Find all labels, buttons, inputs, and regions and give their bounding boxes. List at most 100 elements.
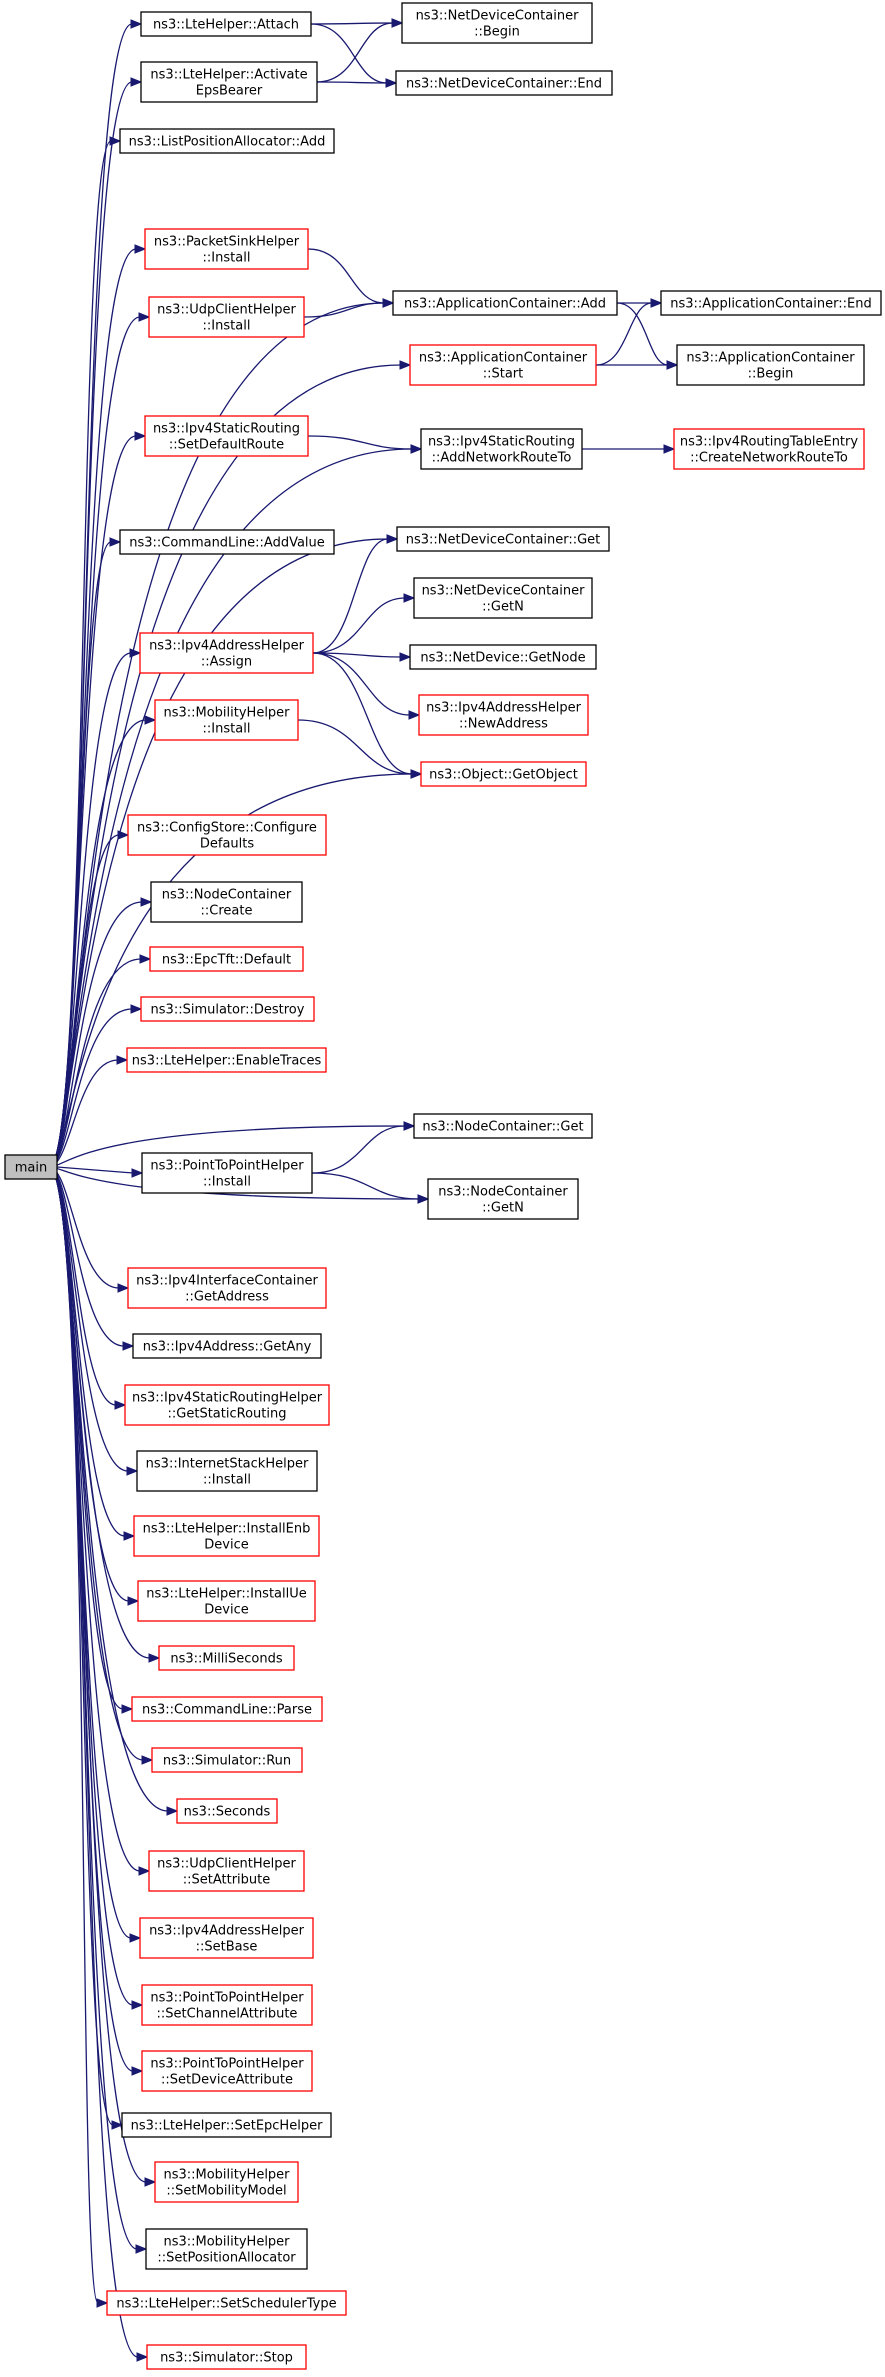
arrowhead-iah_assign-to-iah_newaddr (408, 710, 421, 720)
node-ndc_end[interactable]: ns3::NetDeviceContainer::End (395, 70, 613, 96)
node-psh_install[interactable]: ns3::PacketSinkHelper::Install (144, 228, 309, 270)
node-isr_addnet[interactable]: ns3::Ipv4StaticRouting::AddNetworkRouteT… (420, 428, 583, 470)
node-label-line: ns3::Simulator::Run (163, 1754, 291, 1769)
node-box (413, 1113, 593, 1139)
node-box (136, 1450, 318, 1492)
edge-uch_install-to-ac_add (303, 302, 385, 318)
edge-main-to-uch_setattr (48, 1166, 141, 1872)
node-box (4, 1154, 58, 1180)
node-cl_addvalue[interactable]: ns3::CommandLine::AddValue (119, 529, 335, 555)
node-nc_get[interactable]: ns3::NodeContainer::Get (413, 1113, 593, 1139)
node-box (418, 694, 589, 736)
node-box (676, 344, 865, 386)
node-mh_setpos[interactable]: ns3::MobilityHelper::SetPositionAllocato… (145, 2228, 308, 2270)
node-iic_getaddr[interactable]: ns3::Ipv4InterfaceContainer::GetAddress (127, 1267, 327, 1309)
node-isr_default[interactable]: ns3::Ipv4StaticRouting::SetDefaultRoute (144, 415, 309, 457)
node-millis[interactable]: ns3::MilliSeconds (158, 1645, 295, 1671)
node-lte_setsched[interactable]: ns3::LteHelper::SetSchedulerType (106, 2290, 347, 2316)
node-label-line: ns3::PacketSinkHelper (154, 235, 300, 250)
node-sim_stop[interactable]: ns3::Simulator::Stop (146, 2344, 307, 2370)
node-box (148, 296, 305, 338)
node-box (140, 996, 315, 1022)
node-mh_install[interactable]: ns3::MobilityHelper::Install (154, 699, 299, 741)
edge-main-to-ac_start (48, 364, 402, 1168)
node-main-root[interactable]: main (4, 1154, 58, 1180)
node-nc_create[interactable]: ns3::NodeContainer::Create (150, 881, 303, 923)
edge-main-to-nc_create (48, 901, 143, 1168)
node-box (154, 699, 299, 741)
node-label-line: ns3::PointToPointHelper (150, 2057, 304, 2072)
node-ac_start[interactable]: ns3::ApplicationContainer::Start (409, 344, 597, 386)
node-box (660, 290, 882, 316)
node-label-line: ns3::Ipv4Address::GetAny (143, 1340, 312, 1355)
node-seconds[interactable]: ns3::Seconds (176, 1798, 278, 1824)
node-obj_getobject[interactable]: ns3::Object::GetObject (420, 761, 587, 787)
arrowhead-main-to-lte_installenb (123, 1531, 136, 1541)
node-box (420, 428, 583, 470)
node-label-line: ns3::CommandLine::Parse (142, 1703, 312, 1718)
node-box (413, 577, 593, 619)
node-lte_setepc[interactable]: ns3::LteHelper::SetEpcHelper (121, 2112, 332, 2138)
node-label-line: ns3::InternetStackHelper (146, 1457, 309, 1472)
node-sim_run[interactable]: ns3::Simulator::Run (151, 1747, 303, 1773)
node-ndc_begin[interactable]: ns3::NetDeviceContainer::Begin (401, 2, 593, 44)
node-nc_getn[interactable]: ns3::NodeContainer::GetN (427, 1178, 579, 1220)
node-lte_attach[interactable]: ns3::LteHelper::Attach (140, 11, 312, 37)
node-label-line: ::Begin (474, 25, 520, 40)
edge-p2p_install-to-nc_getn (311, 1172, 420, 1200)
node-cl_parse[interactable]: ns3::CommandLine::Parse (131, 1696, 323, 1722)
edge-lte_activate-to-ndc_begin (316, 22, 394, 83)
arrowhead-iah_assign-to-ndc_getn (403, 593, 416, 603)
node-label-line: ns3::ListPositionAllocator::Add (129, 135, 326, 150)
node-ac_begin[interactable]: ns3::ApplicationContainer::Begin (676, 344, 865, 386)
node-p2p_install[interactable]: ns3::PointToPointHelper::Install (141, 1152, 313, 1194)
node-ac_add[interactable]: ns3::ApplicationContainer::Add (392, 290, 618, 316)
node-ac_end[interactable]: ns3::ApplicationContainer::End (660, 290, 882, 316)
node-label-line: ::GetAddress (185, 1290, 269, 1305)
node-epctft_default[interactable]: ns3::EpcTft::Default (149, 946, 304, 972)
node-label-line: ns3::Ipv4InterfaceContainer (136, 1274, 318, 1289)
node-box (392, 290, 618, 316)
node-label-line: Device (204, 1538, 248, 1553)
node-isrh_getstatic[interactable]: ns3::Ipv4StaticRoutingHelper::GetStaticR… (124, 1384, 330, 1426)
edge-ac_start-to-ac_end (595, 302, 653, 366)
node-iah_newaddr[interactable]: ns3::Ipv4AddressHelper::NewAddress (418, 694, 589, 736)
node-label-line: ::GetN (482, 600, 524, 615)
node-nd_getnode[interactable]: ns3::NetDevice::GetNode (409, 644, 597, 670)
node-p2p_setdev[interactable]: ns3::PointToPointHelper::SetDeviceAttrib… (141, 2050, 313, 2092)
node-label-line: ns3::Ipv4AddressHelper (149, 1924, 305, 1939)
node-box (148, 1850, 305, 1892)
node-label-line: ns3::Seconds (184, 1805, 271, 1820)
node-lte_traces[interactable]: ns3::LteHelper::EnableTraces (126, 1047, 327, 1073)
node-label-line: ::SetChannelAttribute (157, 2007, 298, 2022)
edge-mh_install-to-obj_getobject (297, 719, 413, 775)
node-label-line: ns3::NetDeviceContainer (422, 584, 586, 599)
node-sim_destroy[interactable]: ns3::Simulator::Destroy (140, 996, 315, 1022)
node-label-line: Device (204, 1603, 248, 1618)
edge-main-to-lte_installenb (48, 1166, 126, 1537)
arrowhead-main-to-lte_setepc (111, 2120, 124, 2130)
node-label-line: ::SetMobilityModel (166, 2184, 286, 2199)
node-ndc_getn[interactable]: ns3::NetDeviceContainer::GetN (413, 577, 593, 619)
node-label-line: ::Install (203, 722, 251, 737)
node-ndc_get[interactable]: ns3::NetDeviceContainer::Get (396, 526, 610, 552)
node-uch_setattr[interactable]: ns3::UdpClientHelper::SetAttribute (148, 1850, 305, 1892)
node-box (119, 128, 335, 154)
node-label-line: ::CreateNetworkRouteTo (690, 451, 848, 466)
arrowhead-main-to-lte_traces (116, 1055, 129, 1065)
node-irte_create[interactable]: ns3::Ipv4RoutingTableEntry::CreateNetwor… (673, 428, 865, 470)
node-iah_setbase[interactable]: ns3::Ipv4AddressHelper::SetBase (139, 1917, 314, 1959)
node-uch_install[interactable]: ns3::UdpClientHelper::Install (148, 296, 305, 338)
node-ia_getany[interactable]: ns3::Ipv4Address::GetAny (132, 1333, 322, 1359)
node-label-line: ns3::ApplicationContainer (686, 351, 855, 366)
node-lpa_add[interactable]: ns3::ListPositionAllocator::Add (119, 128, 335, 154)
node-iah_assign[interactable]: ns3::Ipv4AddressHelper::Assign (139, 632, 314, 674)
node-p2p_setchan[interactable]: ns3::PointToPointHelper::SetChannelAttri… (141, 1984, 313, 2026)
node-label-line: ns3::MobilityHelper (163, 2168, 290, 2183)
node-mh_setmodel[interactable]: ns3::MobilityHelper::SetMobilityModel (154, 2161, 299, 2203)
node-ish_install[interactable]: ns3::InternetStackHelper::Install (136, 1450, 318, 1492)
